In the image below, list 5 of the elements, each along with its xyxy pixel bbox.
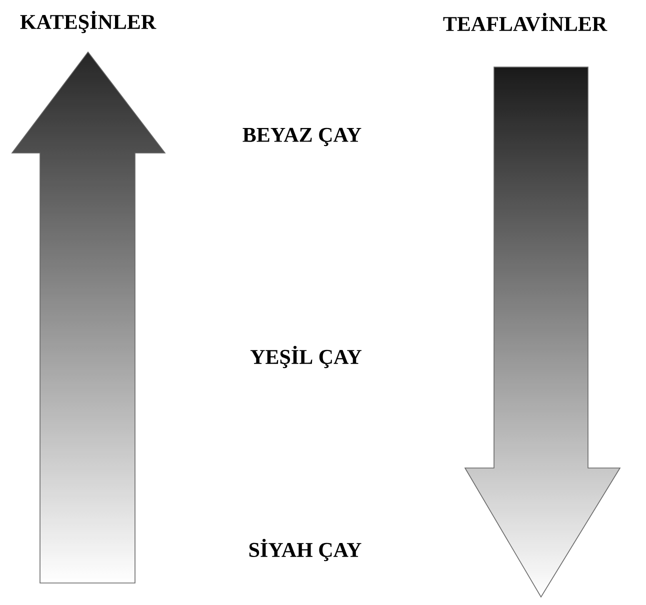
tea-label: KATEŞİNLER	[20, 10, 156, 34]
tea-label: BEYAZ ÇAY	[242, 128, 362, 146]
tea-label: TEAFLAVİNLER	[443, 12, 608, 32]
tea-label: YEŞİL ÇAY	[250, 346, 362, 368]
tea-label: SİYAH ÇAY	[249, 538, 362, 562]
